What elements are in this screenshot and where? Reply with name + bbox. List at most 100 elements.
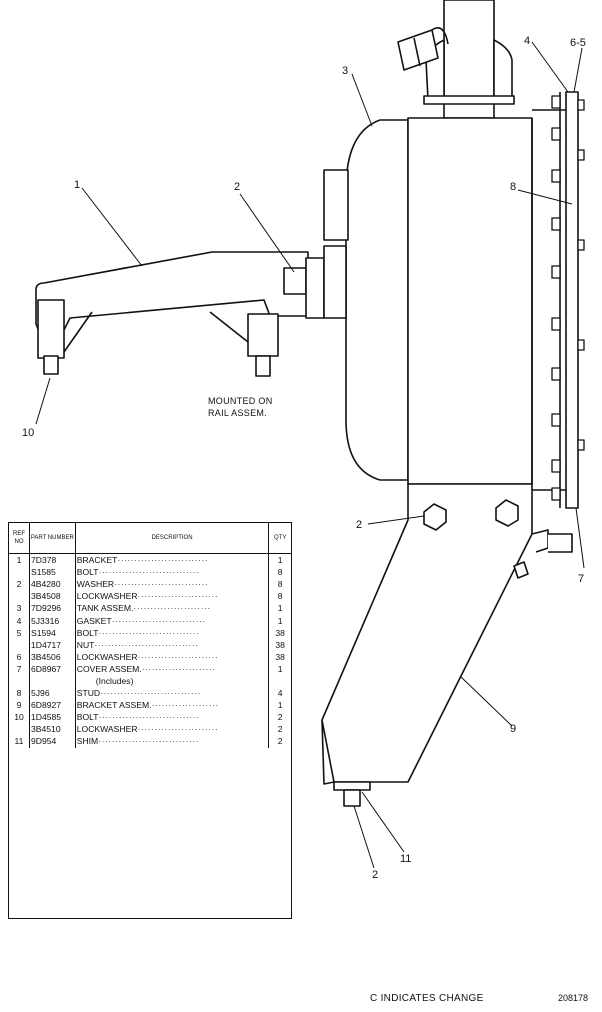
qty-cell-text: 8 [277,591,283,602]
qty-cell: 1 [269,602,291,614]
figure-number: 208178 [558,993,589,1003]
qty-cell-text: 4 [277,688,283,699]
callout-2-top: 2 [234,181,240,193]
part-number-cell-text: 9D954 [30,736,57,747]
ref-cell-text: 8 [16,688,22,699]
part-number-cell: 3B4510 [29,723,76,736]
callout-10: 10 [22,427,34,439]
callout-9: 9 [510,723,516,735]
table-header-row: REF NO PART NUMBER DESCRIPTION QTY [9,523,291,554]
part-number-cell-text: 6D8967 [30,663,62,674]
ref-cell-text: 6 [16,651,22,662]
part-number-cell: 6D8967 [29,662,76,675]
ref-cell: 4 [9,614,30,627]
qty-cell: 2 [269,723,291,735]
description-cell: BOLT······························ [75,711,270,724]
leader-dots: ···························· [111,615,206,626]
qty-cell [269,675,291,687]
table-row: 11C9D954SHIM····························… [9,735,291,748]
part-number-cell: 3B4506 [29,650,76,663]
part-number-cell-text: 6D8927 [30,700,62,711]
callout-2-bottom: 2 [372,869,378,881]
ref-cell-text: 9 [16,700,22,711]
mount-note-line-2: RAIL ASSEM. [208,408,267,418]
top-fitting [397,27,449,71]
description-cell: NUT······························· [75,638,270,651]
description-cell-text: SHIM [76,736,99,747]
header-description: DESCRIPTION [75,523,270,554]
qty-cell-text: 38 [275,639,285,650]
ref-cell: 7 [9,662,30,675]
callout-3: 3 [342,65,348,77]
description-cell-text: BRACKET ASSEM. [76,700,152,711]
mount-note: MOUNTED ON RAIL ASSEM. [208,395,273,419]
ref-cell-text: 4 [16,615,22,626]
description-cell-text: TANK ASSEM. [76,603,134,614]
ref-cell [9,566,30,579]
leader-dots: ························ [137,724,219,735]
leader-dots: ······························ [98,567,200,578]
callout-8: 8 [510,181,516,193]
mount-note-line-1: MOUNTED ON [208,396,273,406]
description-cell-text: LOCKWASHER [76,651,138,662]
lower-bracket [321,483,573,807]
qty-cell: 1 [269,614,291,626]
description-cell: SHIM······························ [75,735,270,748]
tank-body [323,117,533,485]
part-number-cell: 7D378 [29,553,76,567]
description-cell: (Includes) [75,674,270,688]
description-cell-text: COVER ASSEM. [76,663,142,674]
qty-cell-text: 1 [277,615,283,626]
callout-1: 1 [74,179,80,191]
ref-cell: 9 [9,699,30,712]
description-cell: LOCKWASHER························ [75,590,270,603]
description-cell: BRACKET ASSEM.···················· [75,699,270,712]
leader-dots: ···················· [151,700,219,711]
part-number-cell: 7D9296 [29,602,76,615]
leader-dots: ···························· [114,579,209,590]
callout-2-middle: 2 [356,519,362,531]
callout-6-5: 6-5 [570,37,586,49]
part-number-cell: 9D954 [29,735,76,748]
description-cell-text: BOLT [76,712,99,723]
description-cell: BRACKET··························· [75,553,270,567]
description-cell-text: BRACKET [76,555,118,566]
qty-cell: 2 [269,711,291,723]
description-cell-text: NUT [76,639,95,650]
ref-cell [9,674,30,688]
description-cell-text: LOCKWASHER [76,724,138,735]
description-cell-text: LOCKWASHER [76,591,138,602]
ref-cell: 2 [9,578,30,591]
description-cell-text: WASHER [76,579,115,590]
callout-7: 7 [578,573,584,585]
part-number-cell: S1594 [29,626,76,639]
leader-dots: ······················· [133,603,211,614]
qty-cell: 4 [269,687,291,699]
qty-cell: 1 [269,554,291,567]
description-cell: TANK ASSEM.······················· [75,602,270,615]
qty-cell: 38 [269,639,291,651]
ref-cell-text: 7 [16,663,22,674]
ref-cell [9,590,30,603]
header-ref-no: REF NO [9,523,30,554]
description-cell: LOCKWASHER························ [75,650,270,663]
leader-dots: ······························· [94,639,199,650]
qty-cell: 1 [269,663,291,675]
qty-cell-text: 1 [277,663,283,674]
description-cell: BOLT······························ [75,566,270,579]
part-number-cell: 3B4508 [29,590,76,603]
description-cell: GASKET···························· [75,614,270,627]
leader-dots: ··························· [117,555,209,566]
qty-cell-text: 38 [275,651,285,662]
description-cell-text: BOLT [76,627,99,638]
qty-cell-text: 8 [277,567,283,578]
ref-cell: 5 [9,626,30,639]
callout-4: 4 [524,35,530,47]
qty-cell-text: 1 [277,700,283,711]
